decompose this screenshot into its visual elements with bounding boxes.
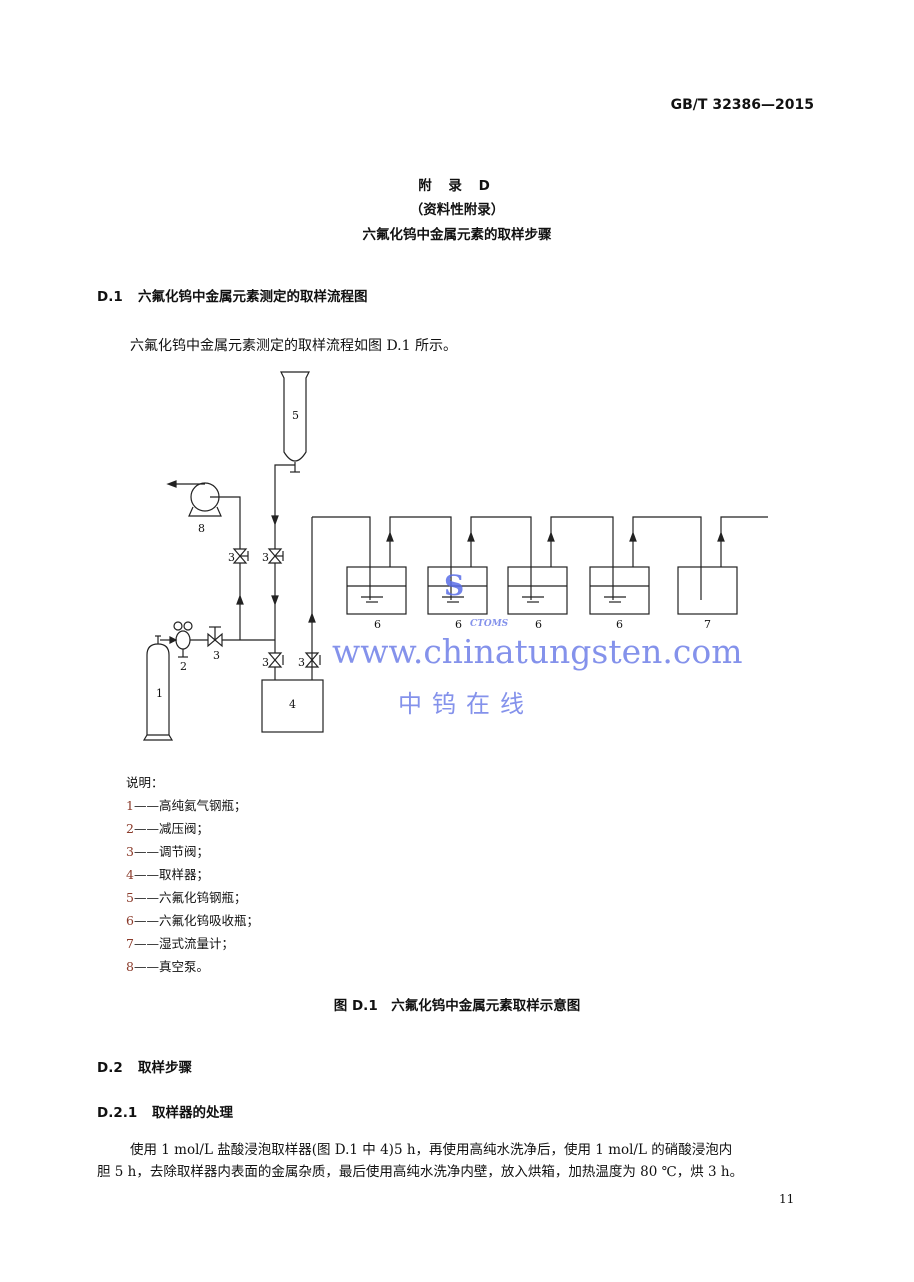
valve-icon: [232, 548, 249, 564]
label-3b: 3: [262, 551, 269, 564]
label-6: 6: [535, 618, 542, 631]
wet-flowmeter: [677, 566, 738, 615]
section-d2-number: D.2: [97, 1060, 123, 1076]
legend-item: 4——取样器；: [126, 868, 209, 882]
label-3c: 3: [213, 649, 220, 662]
legend-number: 5: [126, 890, 134, 905]
sampling-flow-diagram: [142, 371, 768, 741]
legend-text: ——六氟化钨钢瓶；: [133, 890, 247, 905]
section-d2-title: 取样步骤: [138, 1060, 192, 1076]
legend-number: 2: [126, 821, 134, 836]
legend-number: 4: [126, 867, 134, 882]
legend-text: ——取样器；: [133, 867, 209, 882]
flow-arrow: [467, 531, 475, 542]
legend-item: 8——真空泵。: [126, 960, 209, 974]
label-2: 2: [180, 660, 187, 673]
legend-text: ——减压阀；: [133, 821, 209, 836]
section-d1-title: 六氟化钨中金属元素测定的取样流程图: [138, 289, 368, 305]
flow-arrow: [717, 531, 725, 542]
legend-text: ——六氟化钨吸收瓶；: [133, 913, 259, 928]
absorber-bottle: [589, 566, 650, 615]
legend-item: 2——减压阀；: [126, 822, 209, 836]
legend-number: 6: [126, 913, 134, 928]
absorber-bottle: [507, 566, 568, 615]
valve-icon: [267, 548, 284, 564]
label-3a: 3: [228, 551, 235, 564]
legend-number: 1: [126, 798, 134, 813]
label-4: 4: [289, 698, 296, 711]
vacuum-pump: [166, 480, 222, 517]
appendix-subtitle: （资料性附录）: [409, 202, 505, 218]
legend-number: 7: [126, 936, 134, 951]
standard-number: GB/T 32386—2015: [670, 97, 814, 113]
flow-arrow: [629, 531, 637, 542]
figure-caption: 图 D.1 六氟化钨中金属元素取样示意图: [333, 998, 581, 1014]
section-d1-text: 六氟化钨中金属元素测定的取样流程如图 D.1 所示。: [130, 338, 457, 354]
absorber-bottle: [346, 566, 407, 615]
logo-text: CTOMS: [470, 619, 509, 629]
section-d21-title: 取样器的处理: [152, 1105, 233, 1121]
legend-number: 8: [126, 959, 134, 974]
appendix-heading: 六氟化钨中金属元素的取样步骤: [362, 227, 552, 243]
label-6: 6: [616, 618, 623, 631]
helium-cylinder: [142, 635, 174, 741]
label-6: 6: [455, 618, 462, 631]
valve-icon: [304, 652, 321, 668]
watermark-url: www.chinatungsten.com: [332, 632, 743, 671]
legend-text: ——调节阀；: [133, 844, 209, 859]
appendix-title: 附 录 D: [418, 178, 496, 194]
legend-item: 3——调节阀；: [126, 845, 209, 859]
wf6-cylinder: [280, 371, 310, 473]
label-3e: 3: [298, 656, 305, 669]
legend-number: 3: [126, 844, 134, 859]
legend-text: ——高纯氦气钢瓶；: [133, 798, 247, 813]
sampler-box: [261, 679, 324, 733]
legend-text: ——湿式流量计；: [133, 936, 234, 951]
section-d1-number: D.1: [97, 289, 123, 305]
flow-arrow: [386, 531, 394, 542]
flow-arrow: [547, 531, 555, 542]
legend-item: 5——六氟化钨钢瓶；: [126, 891, 246, 905]
legend-text: ——真空泵。: [133, 959, 209, 974]
absorber-bottle: [427, 566, 488, 615]
legend-item: 6——六氟化钨吸收瓶；: [126, 914, 259, 928]
watermark-cn: 中钨在线: [398, 690, 534, 718]
paragraph-line-1: 使用 1 mol/L 盐酸浸泡取样器(图 D.1 中 4)5 h，再使用高纯水洗…: [130, 1142, 733, 1158]
regulator-icon: [173, 621, 193, 658]
legend-item: 1——高纯氦气钢瓶；: [126, 799, 246, 813]
label-6: 6: [374, 618, 381, 631]
valve-icon: [207, 626, 223, 648]
label-3d: 3: [262, 656, 269, 669]
label-1: 1: [156, 687, 163, 700]
paragraph-line-2: 胆 5 h，去除取样器内表面的金属杂质，最后使用高纯水洗净内壁，放入烘箱，加热温…: [97, 1164, 744, 1180]
page-number: 11: [779, 1192, 795, 1206]
legend-title: 说明：: [126, 775, 164, 790]
label-7: 7: [704, 618, 711, 631]
label-8: 8: [198, 522, 205, 535]
legend-item: 7——湿式流量计；: [126, 937, 234, 951]
ctoms-logo: S: [444, 569, 465, 602]
section-d21-number: D.2.1: [97, 1105, 138, 1121]
valve-icon: [267, 652, 284, 668]
label-5: 5: [292, 409, 299, 422]
